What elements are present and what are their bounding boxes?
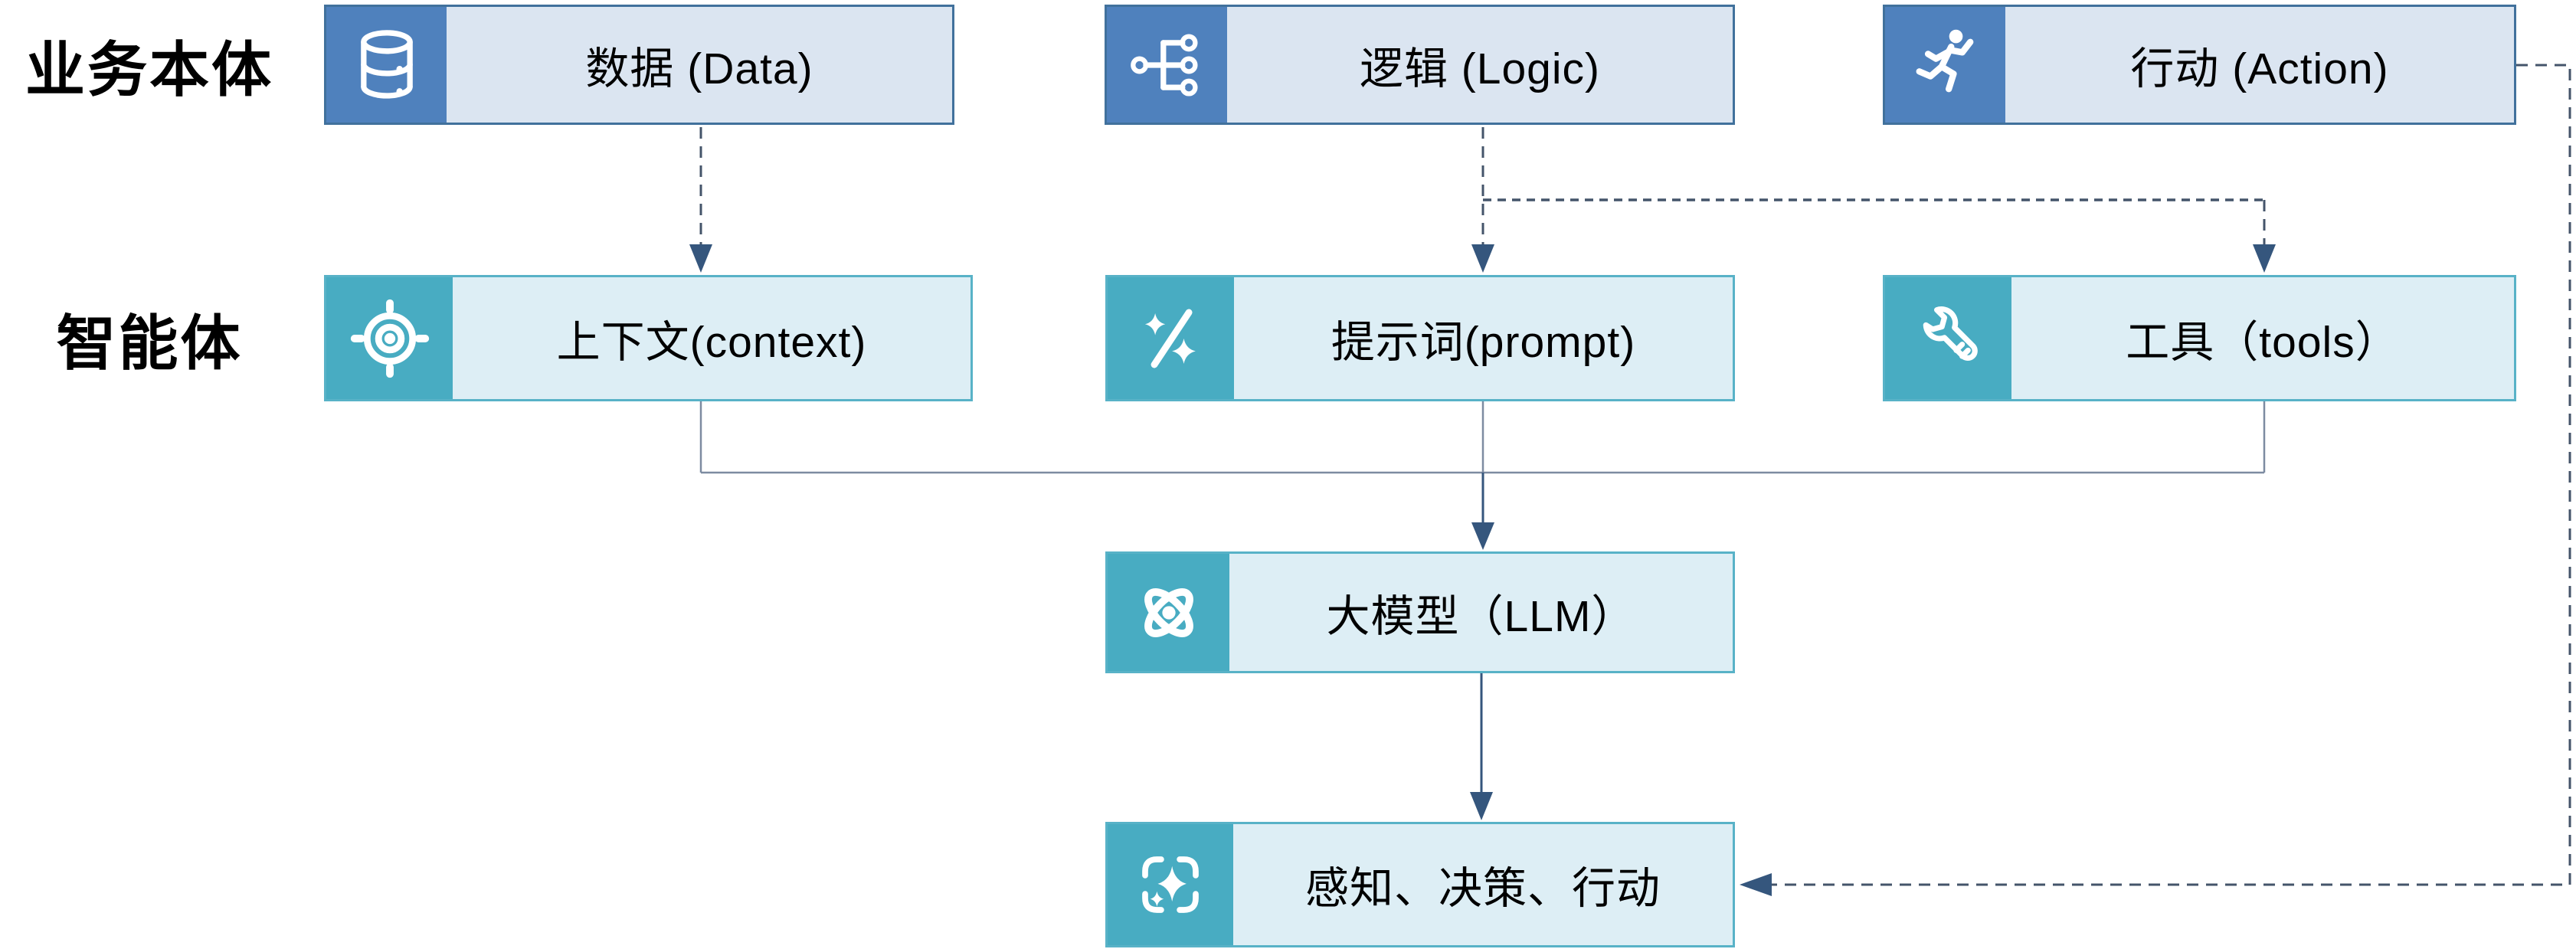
box-data: 数据 (Data) [324,5,954,125]
box-prompt-label: 提示词(prompt) [1331,317,1636,367]
box-prompt: 提示词(prompt) [1105,275,1735,401]
atom-icon [1108,554,1229,671]
runner-icon [1885,7,2005,123]
arrowhead-tools [2253,244,2276,273]
database-icon [326,7,447,123]
arrowhead-result [1470,792,1493,820]
box-result-label: 感知、决策、行动 [1305,864,1661,913]
arrowhead-context [689,244,712,273]
box-data-label: 数据 (Data) [585,44,813,93]
box-action: 行动 (Action) [1883,5,2516,125]
box-context: 上下文(context) [324,275,973,401]
target-icon [326,277,453,399]
box-context-label: 上下文(context) [556,317,867,367]
tree-icon [1107,7,1227,123]
box-action-label: 行动 (Action) [2130,44,2389,93]
sparkle-slash-icon [1108,277,1234,399]
edge-action-feedback [1772,64,2571,886]
box-llm-label: 大模型（LLM） [1326,591,1636,641]
arrowhead-prompt [1471,244,1494,273]
box-logic-label: 逻辑 (Logic) [1359,44,1601,93]
box-tools-label: 工具（tools） [2126,317,2400,367]
wrench-icon [1885,277,2011,399]
row-label-business: 业务本体 [25,35,273,103]
arrowhead-feedback [1740,873,1772,896]
frame-sparkle-icon [1108,824,1233,945]
arrowhead-llm [1471,522,1494,550]
box-tools: 工具（tools） [1883,275,2516,401]
row-label-agent: 智能体 [56,309,243,377]
box-result: 感知、决策、行动 [1105,822,1735,947]
box-llm: 大模型（LLM） [1105,551,1735,673]
box-logic: 逻辑 (Logic) [1105,5,1735,125]
